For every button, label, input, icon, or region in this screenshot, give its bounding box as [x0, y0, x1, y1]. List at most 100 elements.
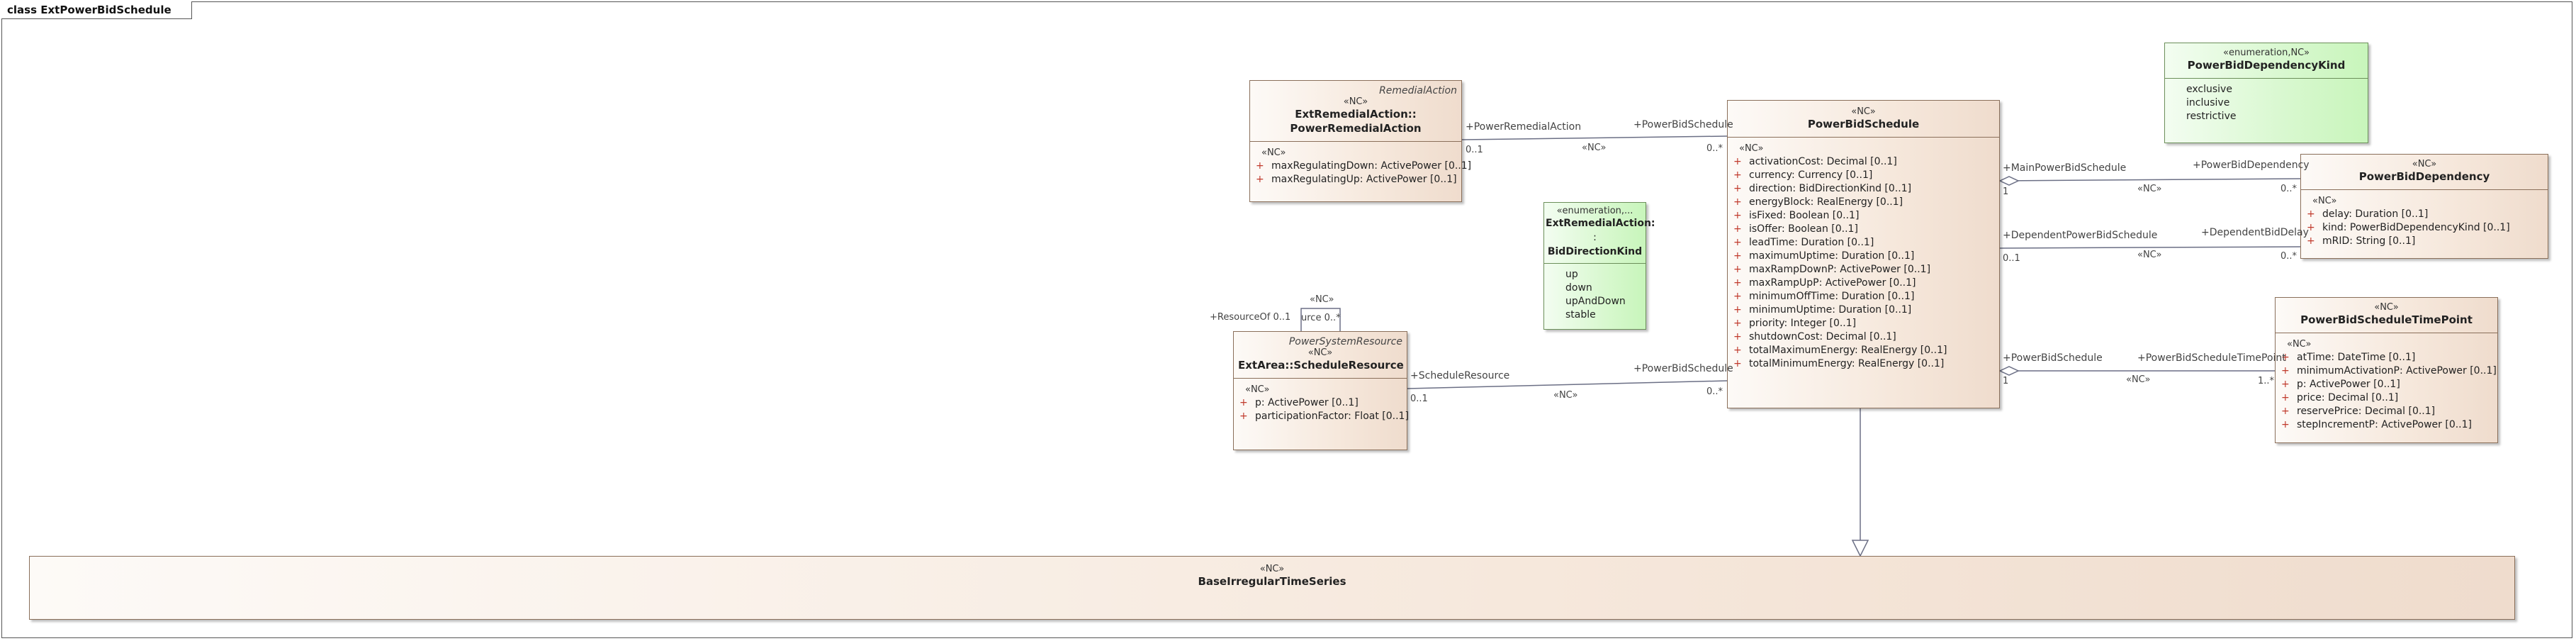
multiplicity-label: 0..1: [2003, 253, 2020, 264]
attribute-row: + atTime: DateTime [0..1]: [2281, 351, 2492, 364]
class-name: ExtArea::ScheduleResource: [1238, 359, 1404, 372]
visibility-marker: +: [1256, 174, 1264, 185]
multiplicity-label: 0..*: [1706, 386, 1723, 397]
class-power-remedial-action[interactable]: RemedialAction «NC» ExtRemedialAction:: …: [1249, 80, 1471, 202]
attribute-text: totalMaximumEnergy: RealEnergy [0..1]: [1749, 345, 1947, 356]
attribute-compartment: «NC» + activationCost: Decimal [0..1] +cu…: [1728, 138, 1999, 375]
attribute-row: +minimumActivationP: ActivePower [0..1]: [2281, 364, 2497, 378]
attribute-row: +participationFactor: Float [0..1]: [1239, 410, 1409, 423]
attribute-text: minimumActivationP: ActivePower [0..1]: [2297, 365, 2497, 377]
attribute-text: p: ActivePower [0..1]: [1255, 397, 1359, 408]
attribute-row: +price: Decimal [0..1]: [2281, 391, 2492, 405]
attribute-text: activationCost: Decimal [0..1]: [1749, 156, 1897, 167]
attribute-text: maximumUptime: Duration [0..1]: [1749, 250, 1915, 262]
enum-literal: exclusive: [2186, 84, 2232, 95]
multiplicity-label: 0..1: [1466, 145, 1483, 155]
assoc-main-dep-line[interactable]: [1999, 178, 2301, 182]
class-schedule-resource[interactable]: PowerSystemResource «NC» ExtArea::Schedu…: [1233, 331, 1409, 450]
multiplicity-label: 0..1: [1410, 394, 1428, 404]
enum-bid-direction-kind[interactable]: «enumeration,... ExtRemedialAction: : Bi…: [1543, 202, 1655, 330]
generalization-arrowhead: [1851, 540, 1869, 557]
class-header: RemedialAction «NC» ExtRemedialAction:: …: [1250, 81, 1461, 142]
attribute-text: isFixed: Boolean [0..1]: [1749, 210, 1860, 221]
attribute-text: totalMinimumEnergy: RealEnergy [0..1]: [1749, 358, 1945, 369]
visibility-marker: +: [1733, 156, 1742, 167]
attribute-row: +mRID: String [0..1]: [2307, 235, 2542, 248]
association-stereotype: «NC»: [1310, 294, 1334, 305]
attribute-row: +kind: PowerBidDependencyKind [0..1]: [2307, 221, 2542, 235]
attribute-text: direction: BidDirectionKind [0..1]: [1749, 183, 1912, 194]
attribute-row: + stepIncrementP: ActivePower [0..1]: [2281, 418, 2492, 432]
attribute-text: leadTime: Duration [0..1]: [1749, 237, 1874, 248]
visibility-marker: +: [1733, 264, 1742, 275]
class-name: PowerBidDependency: [2358, 170, 2490, 183]
assoc-dependent-dep-line[interactable]: [1999, 246, 2301, 249]
multiplicity-label: 0..*: [2280, 251, 2297, 262]
visibility-marker: +: [1733, 223, 1742, 235]
attribute-text: atTime: DateTime [0..1]: [2297, 352, 2416, 363]
association-stereotype: «NC»: [2137, 184, 2162, 194]
attribute-compartment: «NC» +maxRegulatingDown: ActivePower [0.…: [1250, 142, 1471, 191]
stereotype-label: «NC»: [1259, 564, 1285, 574]
role-label: +PowerBidScheduleTimePoint: [2137, 352, 2286, 364]
class-power-bid-schedule-time-point[interactable]: «NC» PowerBidScheduleTimePoint «NC» +atT…: [2275, 297, 2498, 443]
attribute-text: maxRampUpP: ActivePower [0..1]: [1749, 277, 1916, 289]
stereotype-label: «NC»: [2374, 302, 2399, 313]
multiplicity-label: 1: [2003, 186, 2009, 197]
aggregation-diamond-timepoint: [1998, 366, 2020, 376]
class-header: «NC» PowerBidSchedule: [1728, 101, 1999, 138]
attribute-row: +maxRegulatingUp: ActivePower [0..1]: [1256, 173, 1457, 186]
visibility-marker: +: [2281, 392, 2290, 403]
visibility-marker: +: [1733, 250, 1742, 262]
enum-power-bid-dependency-kind[interactable]: «enumeration,NC» PowerBidDependencyKind …: [2164, 43, 2368, 143]
class-base-irregular-time-series[interactable]: «NC» BaseIrregularTimeSeries: [29, 556, 2515, 620]
attribute-compartment: «NC» +p: ActivePower [0..1] +participati…: [1234, 379, 1409, 428]
class-header: «NC» BaseIrregularTimeSeries: [30, 557, 2514, 594]
visibility-marker: +: [1733, 304, 1742, 316]
attribute-row: +energyBlock: RealEnergy [0..1]: [1733, 196, 1993, 209]
attribute-text: participationFactor: Float [0..1]: [1255, 411, 1409, 422]
attribute-row: +minimumOffTime: Duration [0..1]: [1733, 290, 1993, 303]
attribute-row: +minimumUptime: Duration [0..1]: [1733, 303, 1993, 317]
attribute-text: delay: Duration [0..1]: [2322, 208, 2429, 220]
assoc-remedial-line[interactable]: [1461, 135, 1728, 140]
diagram-title: class ExtPowerBidSchedule: [1, 1, 192, 19]
class-header: PowerSystemResource «NC» ExtArea::Schedu…: [1234, 332, 1407, 379]
stereotype-label: «enumeration,NC»: [2223, 48, 2310, 58]
attribute-row: +delay: Duration [0..1]: [2307, 208, 2542, 221]
visibility-marker: +: [2281, 352, 2290, 363]
attribute-text: mRID: String [0..1]: [2322, 235, 2416, 247]
visibility-marker: +: [2281, 379, 2290, 390]
enum-name-line2: BidDirectionKind: [1547, 246, 1643, 257]
attribute-row: +p: ActivePower [0..1]: [1239, 396, 1401, 410]
superclass-label: RemedialAction: [1379, 85, 1457, 96]
attribute-compartment: «NC» +delay: Duration [0..1] +kind: Powe…: [2301, 190, 2548, 252]
role-label: +DependentPowerBidSchedule: [2003, 230, 2158, 241]
visibility-marker: +: [1733, 277, 1742, 289]
attribute-text: stepIncrementP: ActivePower [0..1]: [2297, 419, 2472, 430]
stereotype-label: «enumeration,...: [1556, 206, 1633, 216]
attribute-row: + maxRegulatingDown: ActivePower [0..1]: [1256, 160, 1471, 173]
attribute-text: maxRegulatingDown: ActivePower [0..1]: [1271, 160, 1472, 172]
assoc-resource-line[interactable]: [1407, 380, 1728, 389]
literal-compartment: up down upAndDown stable: [1544, 264, 1646, 326]
enum-literal: down: [1565, 282, 1592, 294]
attribute-text: energyBlock: RealEnergy [0..1]: [1749, 196, 1903, 208]
visibility-marker: +: [1256, 160, 1264, 172]
attr-stereotype: «NC»: [1245, 384, 1270, 395]
class-power-bid-schedule[interactable]: «NC» PowerBidSchedule «NC» + activationCo…: [1727, 100, 2000, 408]
enum-literal: stable: [1565, 309, 1596, 320]
attribute-row: +reservePrice: Decimal [0..1]: [2281, 405, 2492, 418]
class-power-bid-dependency[interactable]: «NC» PowerBidDependency «NC» +delay: Dur…: [2300, 154, 2548, 259]
attr-stereotype: «NC»: [1739, 143, 1764, 154]
visibility-marker: +: [1733, 291, 1742, 302]
visibility-marker: +: [2281, 419, 2290, 430]
role-label: +ResourceOf 0..1: [1210, 312, 1291, 323]
attribute-row: +isOffer: Boolean [0..1]: [1733, 223, 1993, 236]
assoc-self-line[interactable]: [1300, 308, 1341, 331]
enum-header: «enumeration,... ExtRemedialAction: : Bi…: [1544, 203, 1655, 264]
role-label: +MainPowerBidSchedule: [2003, 162, 2127, 174]
attribute-row: +currency: Currency [0..1]: [1733, 169, 1993, 182]
enum-literal: restrictive: [2186, 111, 2237, 122]
